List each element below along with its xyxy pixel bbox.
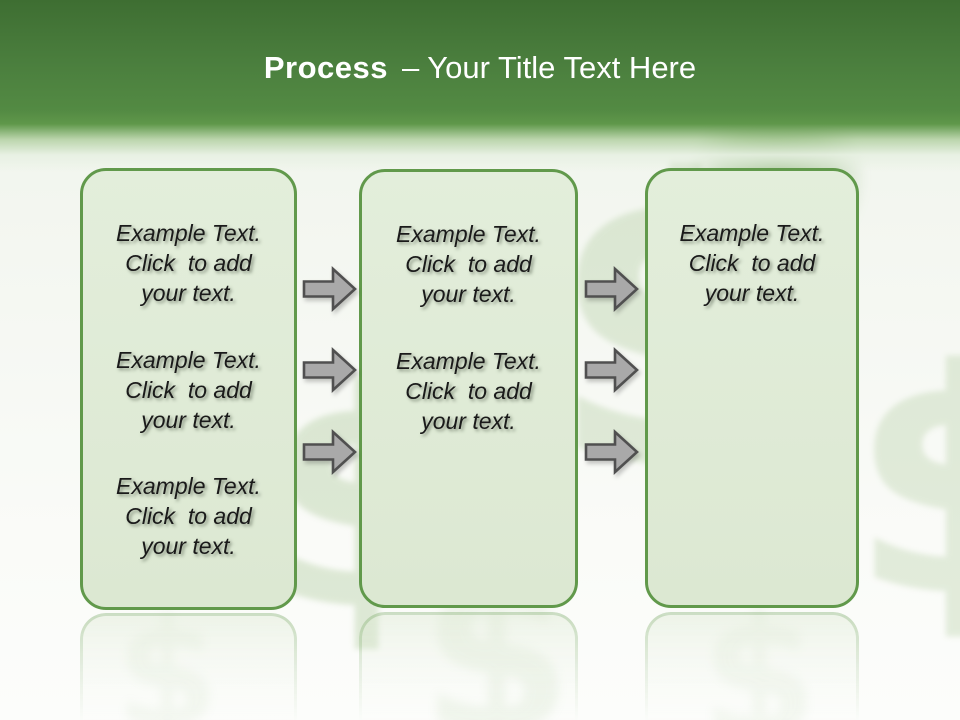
dollar-watermark-icon: $ <box>850 304 960 665</box>
box-reflection <box>645 612 859 720</box>
text-placeholder[interactable]: Example Text. Click to add your text. <box>396 348 541 434</box>
right-arrow-icon[interactable] <box>302 429 358 475</box>
right-arrow-icon[interactable] <box>302 347 358 393</box>
slide-title[interactable]: Process – Your Title Text Here <box>0 48 960 88</box>
title-subtitle: – Your Title Text Here <box>402 50 697 85</box>
box-reflection <box>80 613 297 720</box>
header-band <box>0 0 960 172</box>
process-box-step-3[interactable]: Example Text. Click to add your text. <box>645 168 859 608</box>
process-box-step-1[interactable]: Example Text. Click to add your text. Ex… <box>80 168 297 610</box>
process-box-step-2[interactable]: Example Text. Click to add your text. Ex… <box>359 169 578 608</box>
title-keyword: Process <box>263 50 389 85</box>
text-placeholder[interactable]: Example Text. Click to add your text. <box>116 347 261 433</box>
text-placeholder[interactable]: Example Text. Click to add your text. <box>396 221 541 307</box>
text-placeholder[interactable]: Example Text. Click to add your text. <box>116 473 261 559</box>
right-arrow-icon[interactable] <box>584 429 640 475</box>
box-reflection <box>359 612 578 720</box>
text-placeholder[interactable]: Example Text. Click to add your text. <box>116 220 261 306</box>
right-arrow-icon[interactable] <box>302 266 358 312</box>
text-placeholder[interactable]: Example Text. Click to add your text. <box>679 220 825 306</box>
right-arrow-icon[interactable] <box>584 347 640 393</box>
right-arrow-icon[interactable] <box>584 266 640 312</box>
